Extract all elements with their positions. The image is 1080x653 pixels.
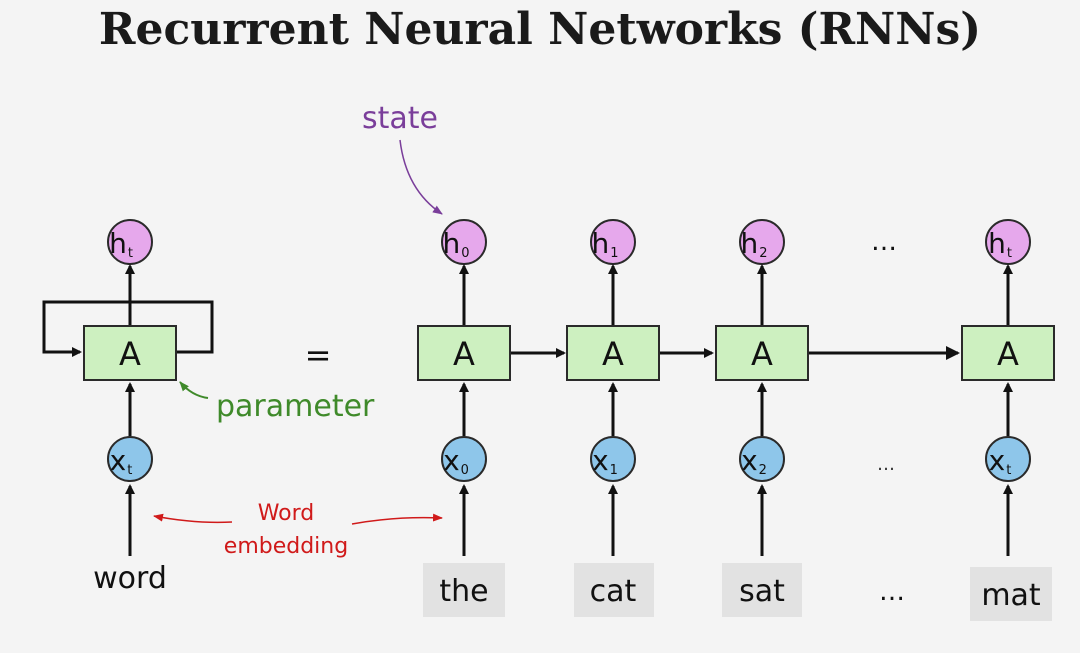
input-node: [441, 436, 487, 482]
folded-cell-label: A: [119, 335, 141, 373]
embedding-annotation-line2: embedding: [224, 534, 348, 559]
input-label: xt: [989, 444, 1012, 478]
parameter-pointer: [179, 381, 209, 399]
input-node: [739, 436, 785, 482]
cell-box: [566, 325, 660, 381]
unrolled-step-t: ht A xt mat: [961, 219, 1055, 621]
hidden-state-label: ht: [988, 227, 1012, 261]
embedding-annotation-line1: Word: [258, 501, 315, 526]
state-annotation: state: [362, 101, 438, 136]
page-title: Recurrent Neural Networks (RNNs): [98, 4, 982, 55]
folded-cell-box: [83, 325, 177, 381]
cell-box: [417, 325, 511, 381]
folded-input-label: xt: [110, 444, 133, 478]
word-box: [423, 563, 505, 617]
cell-label: A: [602, 335, 624, 373]
word-label: cat: [590, 574, 637, 609]
input-node: [985, 436, 1031, 482]
cell-label: A: [751, 335, 773, 373]
cell-box: [715, 325, 809, 381]
embedding-pointer-left: [153, 513, 233, 524]
cell-label: A: [997, 335, 1019, 373]
word-ellipsis: …: [879, 577, 905, 607]
word-box: [722, 563, 802, 617]
folded-recurrence-loop: [42, 300, 214, 357]
folded-hidden-state-label: ht: [109, 227, 133, 261]
folded-word-label: word: [93, 561, 167, 596]
folded-rnn: ht A xt word: [42, 219, 214, 596]
hidden-state-label: h1: [591, 227, 618, 261]
hidden-state-label: h2: [740, 227, 767, 261]
unrolled-step-0: h0 A x0 the: [417, 219, 511, 617]
input-label: x0: [443, 444, 469, 478]
hidden-state-label: h0: [442, 227, 469, 261]
word-label: the: [439, 574, 488, 609]
cell-box: [961, 325, 1055, 381]
input-label: x2: [741, 444, 767, 478]
state-pointer: [399, 139, 443, 215]
word-box: [574, 563, 654, 617]
embedding-pointer-right: [351, 513, 443, 525]
unrolled-step-1: h1 A x1 cat: [566, 219, 660, 617]
parameter-annotation: parameter: [216, 389, 375, 424]
input-ellipsis: …: [877, 454, 895, 475]
input-label: x1: [592, 444, 618, 478]
hidden-ellipsis: …: [871, 227, 897, 257]
word-box: [970, 567, 1052, 621]
folded-input-node: [107, 436, 153, 482]
unrolled-step-2: h2 A x2 sat: [715, 219, 809, 617]
equals-sign: =: [305, 336, 332, 374]
word-label: sat: [739, 574, 785, 609]
input-node: [590, 436, 636, 482]
word-label: mat: [981, 578, 1041, 613]
cell-label: A: [453, 335, 475, 373]
